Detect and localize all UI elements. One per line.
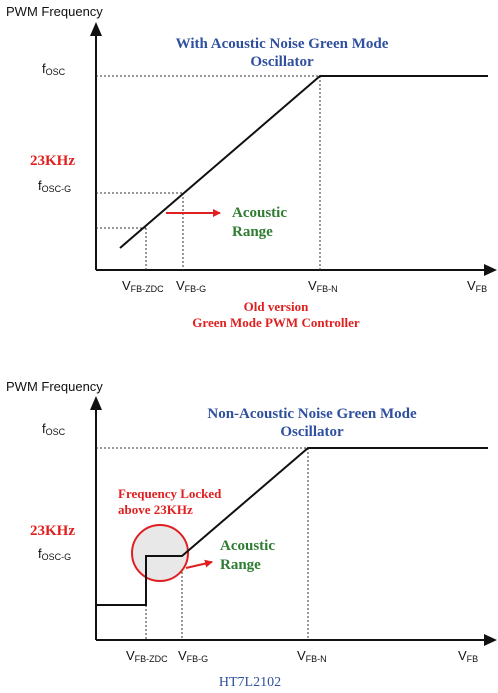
- locked-label-line2: above 23KHz: [118, 502, 193, 517]
- bottom-caption: HT7L2102: [219, 675, 281, 690]
- top-title-line1: With Acoustic Noise Green Mode: [176, 36, 389, 52]
- bottom-diagram: PWM Frequency Non-Acoustic Noise Green M…: [6, 379, 497, 690]
- bottom-x-vfb-label: VFB: [458, 648, 478, 664]
- top-x-vfb-n-label: VFB-N: [308, 278, 338, 294]
- top-23khz-label: 23KHz: [30, 153, 75, 169]
- bottom-x-vfb-n-label: VFB-N: [297, 648, 327, 664]
- top-diagram: PWM Frequency With Acoustic Noise Green …: [6, 4, 497, 330]
- locked-label-line1: Frequency Locked: [118, 486, 222, 501]
- top-x-vfb-g-label: VFB-G: [176, 278, 206, 294]
- bottom-y-axis-arrow-icon: [90, 396, 102, 410]
- bottom-f-osc-label: fOSC: [42, 421, 66, 437]
- top-x-vfb-zdc-label: VFB-ZDC: [122, 278, 164, 294]
- bottom-f-osc-g-label: fOSC-G: [38, 546, 71, 562]
- bottom-x-vfb-zdc-label: VFB-ZDC: [126, 648, 168, 664]
- bottom-frequency-curve: [96, 447, 488, 606]
- bottom-x-vfb-g-label: VFB-G: [178, 648, 208, 664]
- bottom-acoustic-label-line1: Acoustic: [220, 538, 275, 554]
- frequency-locked-circle: [131, 524, 189, 582]
- top-acoustic-label-line1: Acoustic: [232, 205, 287, 221]
- top-y-axis-arrow-icon: [90, 22, 102, 36]
- top-frequency-curve: [119, 75, 488, 249]
- top-x-vfb-label: VFB: [467, 278, 487, 294]
- top-x-axis-arrow-icon: [484, 264, 497, 276]
- bottom-title-line2: Oscillator: [280, 424, 344, 440]
- bottom-y-axis-label: PWM Frequency: [6, 379, 103, 394]
- top-caption-line2: Green Mode PWM Controller: [192, 315, 360, 330]
- top-acoustic-label-line2: Range: [232, 224, 273, 240]
- bottom-acoustic-arrow-icon: [185, 559, 213, 569]
- bottom-x-axis-arrow-icon: [484, 634, 497, 646]
- bottom-title-line1: Non-Acoustic Noise Green Mode: [207, 406, 417, 422]
- top-f-osc-g-label: fOSC-G: [38, 178, 71, 194]
- bottom-acoustic-label-line2: Range: [220, 557, 261, 573]
- top-y-axis-label: PWM Frequency: [6, 4, 103, 19]
- top-f-osc-label: fOSC: [42, 61, 66, 77]
- bottom-23khz-label: 23KHz: [30, 523, 75, 539]
- top-title-line2: Oscillator: [250, 54, 314, 70]
- top-caption-line1: Old version: [244, 299, 309, 314]
